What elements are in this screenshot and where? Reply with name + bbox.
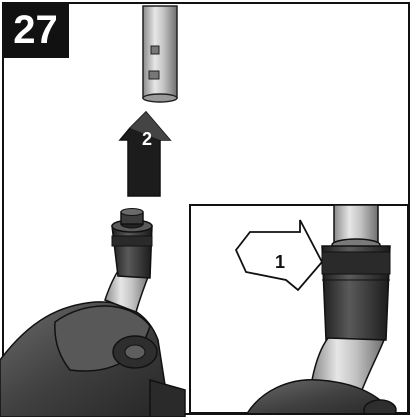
arrow-up-icon: [118, 110, 172, 197]
extension-tube: [142, 5, 178, 103]
detail-inset: [246, 205, 397, 413]
step-2-label: 2: [142, 129, 152, 149]
step-1-label: 1: [275, 252, 285, 272]
arrow-right-icon: [234, 219, 324, 292]
floor-nozzle: [0, 208, 186, 417]
figure-number-badge: 27: [2, 2, 69, 58]
